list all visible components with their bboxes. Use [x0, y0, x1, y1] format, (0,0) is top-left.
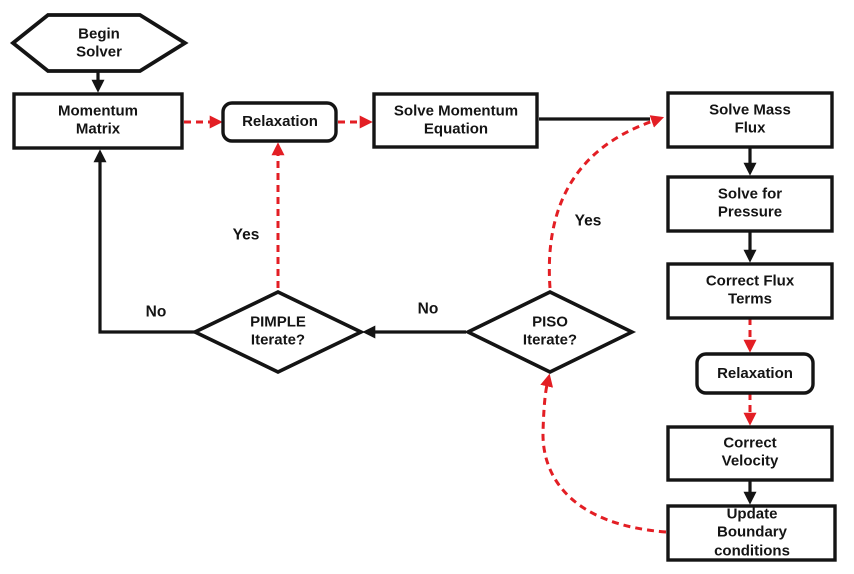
- solve-mass-flux-box: [666, 91, 834, 149]
- solve-for-pressure-box: [666, 175, 834, 233]
- update-boundary-conditions-box: [666, 504, 837, 562]
- correct-flux-terms-box: [666, 262, 834, 320]
- correct-velocity-box: [666, 425, 834, 482]
- solve-momentum-equation-box: [372, 92, 539, 149]
- momentum-matrix-box: [12, 92, 184, 150]
- arrow-piso-yes-to-mass-flux: [547, 115, 665, 289]
- pimple-iterate-diamond: [190, 290, 366, 374]
- arrow-update-boundary-to-piso: [540, 373, 667, 534]
- relaxation-right-box: [695, 352, 815, 395]
- arrow-pimple-no-to-momentum: [93, 149, 195, 334]
- begin-solver-hexagon: [9, 13, 189, 73]
- piso-iterate-diamond: [463, 289, 637, 375]
- relaxation-top-box: [221, 101, 338, 143]
